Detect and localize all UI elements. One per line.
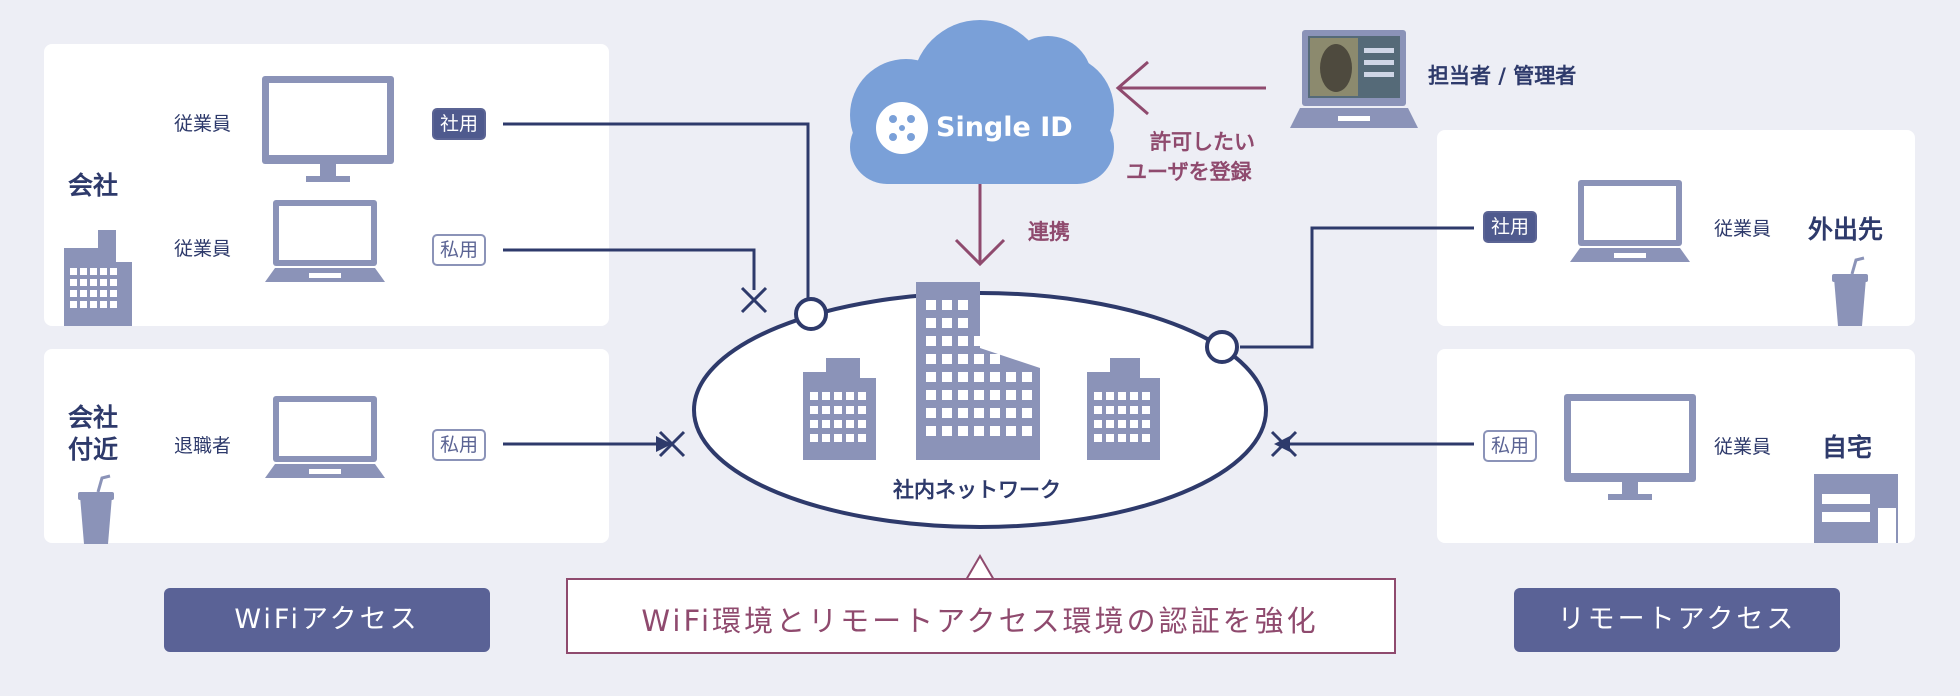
register-label-line1: 許可したい [1150, 130, 1255, 154]
company-row2-role: 従業員 [174, 238, 232, 260]
home-tag: 私用 [1483, 430, 1538, 462]
register-label-line2: ユーザを登録 [1126, 160, 1252, 184]
outing-cup-icon [1830, 256, 1870, 328]
retiree-laptop-icon [265, 396, 385, 478]
employee-desktop-icon [262, 76, 394, 182]
banner-box [566, 578, 1396, 654]
nearby-cup-icon [76, 474, 116, 546]
link-label: 連携 [1028, 220, 1070, 244]
company-row2-tag: 私用 [432, 234, 487, 266]
outing-title: 外出先 [1808, 215, 1884, 244]
home-title: 自宅 [1822, 433, 1873, 462]
nearby-role: 退職者 [174, 435, 232, 457]
company-title: 会社 [68, 171, 119, 200]
nearby-tag: 私用 [432, 429, 487, 461]
home-role: 従業員 [1714, 436, 1772, 458]
network-label: 社内ネットワーク [893, 478, 1061, 502]
nearby-title-line2: 付近 [68, 435, 119, 464]
admin-laptop-icon [1290, 30, 1418, 128]
network-port-left [794, 297, 828, 331]
single-id-logo-icon [876, 102, 928, 154]
cloud-icon [850, 20, 1114, 184]
company-building-icon [64, 230, 132, 326]
home-desktop-icon [1564, 394, 1696, 500]
accent-arrows [954, 60, 1266, 267]
connection-lines [503, 122, 1474, 446]
cloud-label: Single ID [936, 112, 1073, 143]
remote-access-button: リモートアクセス [1514, 588, 1840, 652]
admin-label: 担当者 / 管理者 [1428, 64, 1577, 88]
employee-laptop-icon [265, 200, 385, 282]
banner-pointer [965, 554, 995, 581]
blocked-marks [658, 286, 1298, 458]
outing-tag: 社用 [1483, 211, 1538, 243]
wifi-access-button: WiFiアクセス [164, 588, 490, 652]
company-row1-tag: 社用 [432, 108, 487, 140]
network-port-right [1205, 330, 1239, 364]
company-row1-role: 従業員 [174, 113, 232, 135]
banner-text: WiFi環境とリモートアクセス環境の認証を強化 [641, 604, 1319, 638]
outing-laptop-icon [1570, 180, 1690, 262]
outing-role: 従業員 [1714, 218, 1772, 240]
home-house-icon [1814, 474, 1898, 543]
nearby-title-line1: 会社 [68, 403, 119, 432]
network-building-windows [810, 300, 1150, 442]
